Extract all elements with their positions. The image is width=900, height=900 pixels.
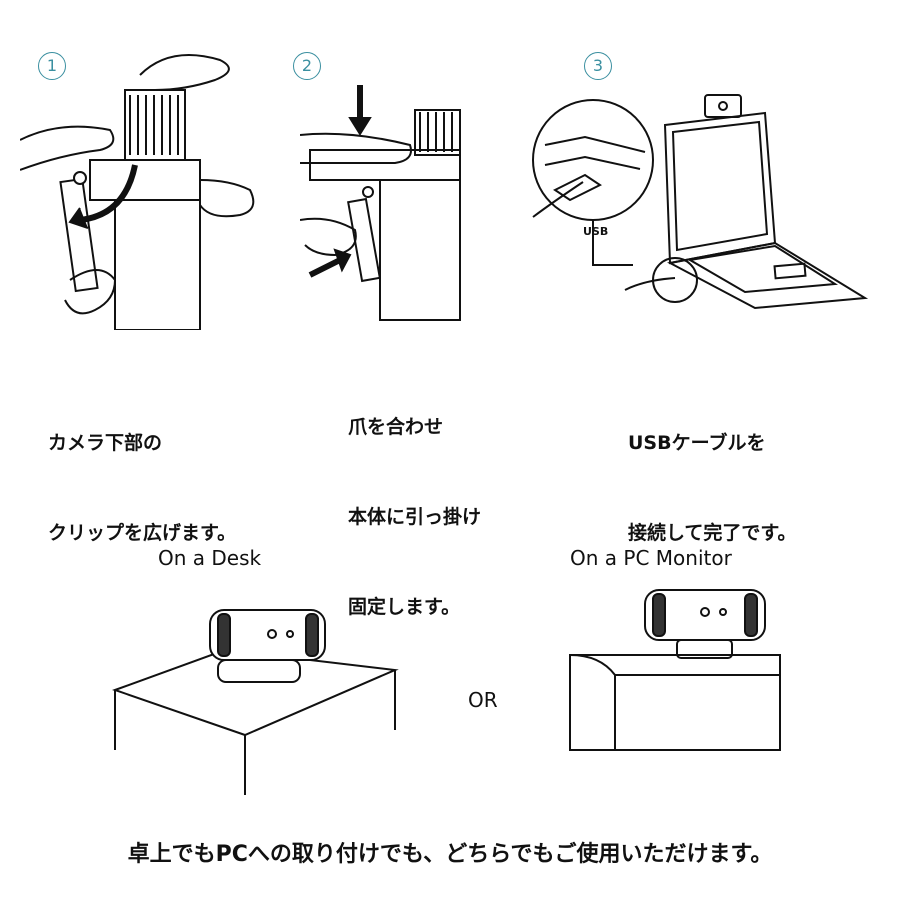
monitor-illustration — [565, 585, 795, 755]
step-2-caption-line-2: 本体に引っ掛け — [348, 506, 482, 528]
step-3-caption-line-1: USBケーブルを — [628, 432, 766, 454]
usb-label: USB — [583, 225, 609, 238]
desk-illustration — [110, 600, 400, 800]
desk-label: On a Desk — [158, 546, 262, 570]
step-2-caption-line-1: 爪を合わせ — [348, 416, 444, 438]
step-3-caption-line-2: 接続して完了です。 — [628, 522, 797, 544]
step-3-number: 3 — [584, 52, 612, 80]
step-1-caption-line-2: クリップを広げます。 — [48, 522, 237, 544]
step-2-caption: 爪を合わせ 本体に引っ掛け 固定します。 — [348, 352, 481, 652]
monitor-label: On a PC Monitor — [570, 546, 732, 570]
or-label: OR — [468, 688, 498, 712]
step-3-caption: USBケーブルを 接続して完了です。 — [628, 368, 797, 578]
step-1-number: 1 — [38, 52, 66, 80]
step-1-caption: カメラ下部の クリップを広げます。 — [48, 368, 236, 578]
step-2-caption-line-3: 固定します。 — [348, 596, 461, 618]
step-3-illustration: USB — [525, 90, 885, 310]
step-1-caption-line-1: カメラ下部の — [48, 432, 163, 454]
footer-caption: 卓上でもPCへの取り付けでも、どちらでもご使用いただけます。 — [127, 842, 773, 867]
step-2-illustration — [300, 80, 480, 330]
step-2-number: 2 — [293, 52, 321, 80]
step-1-illustration — [20, 40, 280, 330]
